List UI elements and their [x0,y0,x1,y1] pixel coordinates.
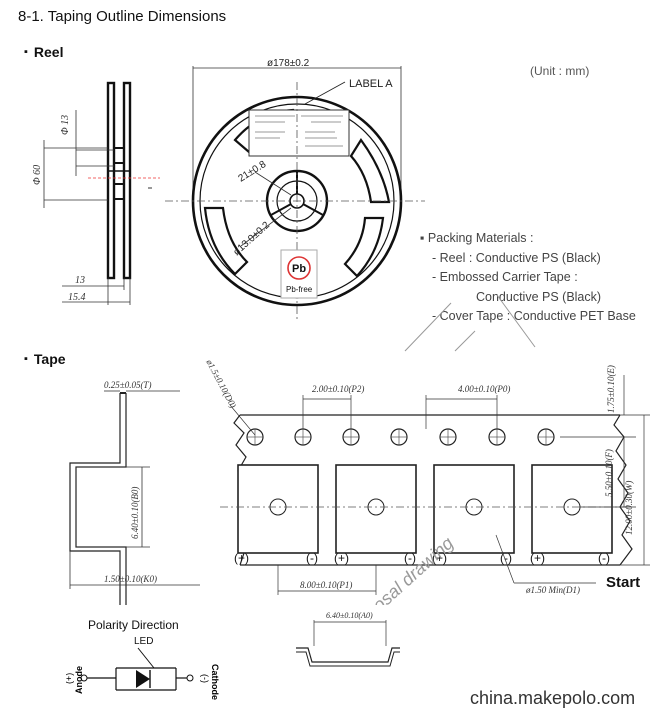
unit-label: (Unit : mm) [530,64,590,78]
polarity-minus-4: (-) [598,551,610,565]
reel-window-bottom-left [203,206,249,276]
dim-d0: ø1.5±0.10(D0) [204,357,238,410]
dim-f: 5.50±0.10(F) [604,449,614,497]
diode-symbol [136,670,150,688]
reel-heading: Reel [24,44,64,60]
carrier-tape-top-view: 2.00±0.10(P2) 4.00±0.10(P0) ø1.5±0.10(D0… [204,357,650,605]
anode-terminal [80,674,88,682]
anode-label: Anode [74,666,84,694]
cathode-sign: (-) [200,674,210,683]
pocket-profile [296,647,400,663]
reel-side-154: 15.4 [68,292,86,303]
pb-symbol: Pb [292,263,306,275]
packing-line-carrier: - Embossed Carrier Tape : [432,270,578,284]
reel-window-bottom-right [343,216,385,278]
tape-heading: Tape [24,351,66,367]
reel-front-view: ø178±0.2 LABEL A 21±0.8 ø13.0±0.2 Pb Pb-… [165,58,425,320]
polarity-plus-1: (+) [234,551,249,565]
polarity-minus-3: (-) [500,551,512,565]
dim-t: 0.25±0.05(T) [104,380,151,390]
tape-torn-right [613,414,633,566]
polarity-minus-2: (-) [404,551,416,565]
cathode-terminal [186,674,194,682]
pocket-outline-inner [75,393,127,605]
reel-diameter-label: ø178±0.2 [267,58,310,69]
polarity-title: Polarity Direction [88,618,179,632]
cathode-label: Cathode [210,664,220,700]
dim-p2: 2.00±0.10(P2) [312,384,364,394]
proposal-strokes [404,294,536,352]
led-label: LED [134,636,153,647]
dim-a0: 6.40±0.10(A0) [326,611,373,620]
anode-sign: (+) [66,673,74,684]
packing-line-carrier-material: Conductive PS (Black) [476,289,602,304]
dim-p0: 4.00±0.10(P0) [458,384,510,394]
page-title: 8-1. Taping Outline Dimensions [18,8,227,25]
reel-hub-upper [113,147,125,164]
reel-side-view: Φ 13 Φ 60 13 15.4 [32,81,160,305]
start-label: Start [606,574,641,591]
reel-side-phi60: Φ 60 [32,165,43,185]
packing-line-reel: - Reel : Conductive PS (Black) [432,250,601,265]
packing-heading: ▪ Packing Materials : [420,231,534,245]
reel-window-right [349,138,391,204]
pocket-a0-section: 6.40±0.10(A0) [296,611,400,667]
dim-k0: 1.50±0.10(K0) [104,574,157,584]
dim-e: 1.75±0.10(E) [606,365,616,413]
polarity-plus-3: (+) [432,551,447,565]
dim-d1: ø1.50 Min(D1) [525,585,580,595]
polarity-diagram: LED Anode (+) Cathode (-) [66,636,220,700]
pb-free-text: Pb-free [286,285,313,294]
packing-materials: ▪ Packing Materials : - Reel : Conductiv… [420,229,636,327]
reel-hub-lower [113,183,125,200]
dim-p1: 8.00±0.10(P1) [300,580,352,590]
packing-line-cover: - Cover Tape : Conductive PET Base [432,309,636,323]
polarity-minus-1: (-) [306,551,318,565]
pb-free-icon [287,256,311,280]
reel-side-phi13: Φ 13 [60,115,71,135]
site-watermark: china.makepolo.com [470,688,636,708]
dim-b0: 6.40±0.10(B0) [130,487,140,539]
dim-w: 12.00±0.30(W) [624,481,634,535]
label-a-callout: LABEL A [349,78,393,90]
tape-cross-section: 0.25±0.05(T) 6.40±0.10(B0) 1.50±0.10(K0) [69,380,200,605]
component-pockets [237,464,613,554]
reel-label-a-sticker [248,109,350,157]
led-arrow [137,647,155,669]
reel-flange-right [122,81,132,280]
polarity-plus-2: (+) [334,551,349,565]
reel-side-13: 13 [75,275,85,286]
polarity-plus-4: (+) [530,551,545,565]
reel-flange-left [106,81,116,280]
